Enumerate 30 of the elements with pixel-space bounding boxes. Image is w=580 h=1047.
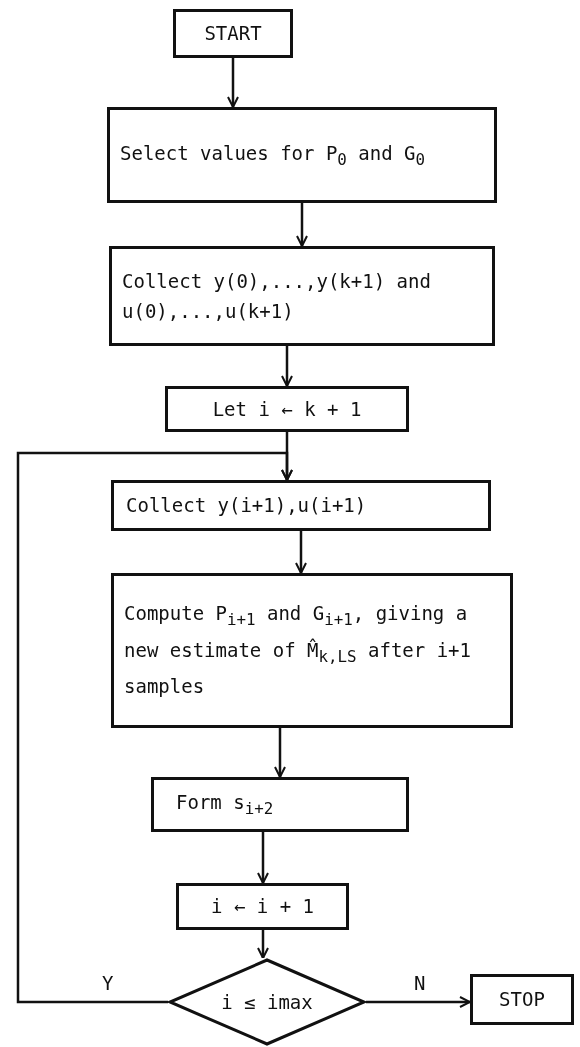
process-box: [111, 480, 491, 531]
edge-label: N: [412, 974, 428, 993]
process-box: [109, 246, 495, 346]
node-text: i ≤ imax: [221, 989, 313, 1015]
node-text: START: [204, 21, 262, 47]
process-box: [107, 107, 497, 203]
node-text: Collect y(0),...,y(k+1) and u(0),...,u(k+1): [122, 268, 432, 324]
node-text: Collect y(i+1),u(i+1): [126, 493, 367, 519]
arrow: [366, 996, 471, 1008]
process-box: [173, 9, 293, 58]
node-text: Form s$_{i+2}$: [176, 790, 274, 821]
process-box: [151, 777, 409, 832]
arrow: [296, 203, 308, 247]
process-box: [176, 883, 349, 930]
arrow: [16, 451, 293, 1004]
edge-label: Y: [100, 974, 116, 993]
arrow: [227, 58, 239, 108]
process-box: [470, 974, 574, 1025]
process-box: [111, 573, 513, 728]
arrow: [295, 531, 307, 574]
arrow: [281, 346, 293, 387]
node-text: Select values for P$_{0}$ and G$_{0}$: [120, 140, 426, 171]
arrow: [274, 728, 286, 778]
node-text: STOP: [499, 987, 545, 1013]
node-text: i ← i + 1: [211, 894, 314, 920]
arrow: [257, 930, 269, 959]
process-box: [165, 386, 409, 432]
arrow: [257, 832, 269, 884]
node-text: Compute P$_{i+1}$ and G$_{i+1}$, giving a new estimate of M̂$_{k,LS}$ after i+1 samples: [124, 601, 472, 700]
node-text: Let i ← k + 1: [212, 396, 362, 422]
